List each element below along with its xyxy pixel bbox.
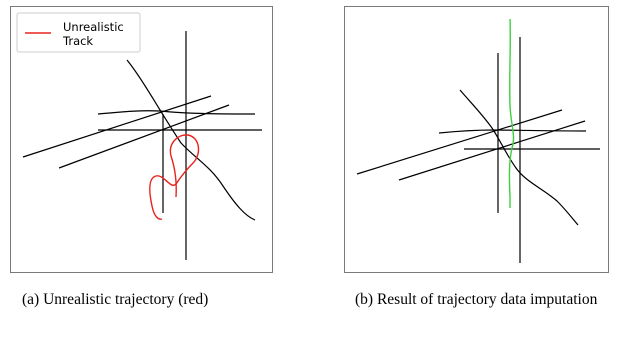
legend-label: Unrealistic Track (63, 20, 124, 48)
unrealistic-track (149, 134, 200, 220)
road-diagonal-lower (58, 104, 230, 169)
road-network-diagram-b (344, 6, 609, 273)
road-diagonal-upper (22, 95, 212, 158)
road-diagonal-upper (356, 109, 563, 175)
road-horizontal-upper (438, 129, 587, 134)
road-curved (459, 89, 579, 226)
plot-frame (344, 6, 609, 273)
road-curved (126, 59, 256, 221)
imputed-track (508, 18, 515, 208)
caption-a: (a) Unrealistic trajectory (red) (22, 291, 209, 308)
caption-b: (b) Result of trajectory data imputation (355, 291, 598, 308)
road-lines (22, 31, 262, 260)
panel-unrealistic-trajectory: Unrealistic Track (10, 6, 273, 273)
road-lines (356, 37, 600, 263)
legend-box (16, 12, 141, 53)
panel-imputed-trajectory (344, 6, 609, 273)
road-network-diagram-a (10, 6, 273, 273)
